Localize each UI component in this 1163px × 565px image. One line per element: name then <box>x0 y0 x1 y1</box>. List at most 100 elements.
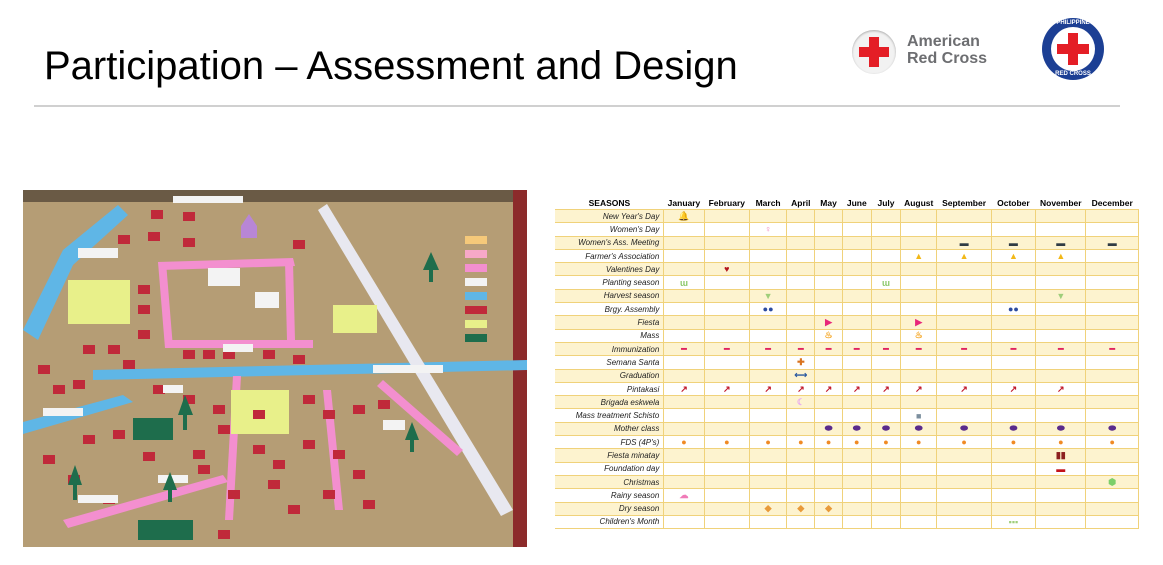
calendar-cell: ▲ <box>900 248 938 264</box>
calendar-cell <box>1085 395 1139 410</box>
prc-top-text: PHILIPPINE <box>1056 20 1090 26</box>
calendar-row: Farmer's Association▲▲▲▲ <box>555 248 1139 264</box>
calendar-cell: ▶ <box>814 315 843 330</box>
calendar-cell <box>870 315 902 330</box>
month-header: April <box>791 197 811 208</box>
activity-marker-icon: ↗ <box>797 383 805 394</box>
activity-marker-icon: ⬬ <box>914 423 923 434</box>
calendar-cell: ● <box>786 435 816 450</box>
activity-marker-icon: ⬬ <box>882 423 890 434</box>
activity-label: FDS (4P's) <box>555 435 665 450</box>
activity-marker-icon: ━ <box>1058 343 1064 354</box>
calendar-cell: ━ <box>841 341 872 357</box>
activity-marker-icon: ♀ <box>764 224 772 235</box>
calendar-cell <box>1035 501 1087 516</box>
calendar-cell <box>663 514 705 530</box>
calendar-cell: ━ <box>1085 341 1139 357</box>
calendar-cell <box>814 288 843 304</box>
calendar-cell <box>663 328 705 343</box>
calendar-cell: ● <box>936 435 992 450</box>
calendar-cell: ☁ <box>663 488 705 503</box>
activity-marker-icon: ☁ <box>679 489 689 500</box>
calendar-cell: ▲ <box>990 248 1037 264</box>
calendar-cell <box>703 208 750 224</box>
calendar-cell <box>936 474 992 490</box>
calendar-cell <box>900 275 938 290</box>
calendar-cell <box>786 302 816 317</box>
activity-marker-icon: ━ <box>1010 343 1017 354</box>
calendar-cell <box>870 368 902 383</box>
calendar-cell <box>936 288 992 304</box>
calendar-cell <box>703 355 750 370</box>
calendar-cell <box>900 474 938 490</box>
calendar-cell <box>936 408 992 423</box>
calendar-cell <box>814 302 843 317</box>
calendar-cell <box>870 302 902 317</box>
activity-label: Fiesta minatay <box>555 448 665 463</box>
calendar-cell <box>786 248 816 264</box>
calendar-cell <box>870 288 902 304</box>
calendar-cell <box>703 222 750 237</box>
calendar-cell <box>814 222 843 237</box>
calendar-cell <box>870 408 902 423</box>
calendar-cell <box>990 501 1037 516</box>
calendar-cell <box>990 275 1037 290</box>
calendar-cell <box>1035 275 1087 290</box>
calendar-cell <box>663 474 705 490</box>
calendar-cell <box>786 208 816 224</box>
activity-marker-icon: ▲ <box>1056 251 1066 262</box>
calendar-cell <box>814 448 843 463</box>
activity-marker-icon: ▬ <box>1107 237 1117 248</box>
calendar-cell <box>900 501 938 516</box>
calendar-cell <box>936 461 992 476</box>
calendar-cell: ▬ <box>936 235 992 250</box>
calendar-cell <box>663 235 705 250</box>
calendar-cell <box>748 408 788 423</box>
activity-marker-icon: ↗ <box>764 383 772 394</box>
calendar-cell <box>900 395 938 410</box>
activity-label: Mass <box>555 328 665 343</box>
calendar-cell: ◆ <box>814 501 843 516</box>
prc-bottom-text: RED CROSS <box>1055 71 1091 77</box>
calendar-cell <box>990 461 1037 476</box>
activity-marker-icon: ●● <box>1007 304 1019 315</box>
calendar-cell <box>990 222 1037 237</box>
calendar-cell <box>841 208 872 224</box>
activity-marker-icon: ▬ <box>1056 237 1066 248</box>
calendar-cell <box>900 461 938 476</box>
calendar-cell <box>841 222 872 237</box>
calendar-cell <box>1085 368 1139 383</box>
calendar-cell <box>900 208 938 224</box>
activity-marker-icon: ▬ <box>1056 463 1066 474</box>
month-header: January <box>667 197 701 208</box>
calendar-row: Mother class⬬⬬⬬⬬⬬⬬⬬⬬ <box>555 421 1139 437</box>
calendar-cell <box>900 262 938 277</box>
calendar-cell <box>1085 275 1139 290</box>
month-header: February <box>708 197 745 208</box>
calendar-cell <box>841 461 872 476</box>
activity-label: Immunization <box>555 341 665 357</box>
calendar-cell: ◆ <box>786 501 816 516</box>
calendar-cell <box>870 235 902 250</box>
calendar-cell <box>1085 448 1139 463</box>
activity-marker-icon: ↗ <box>960 383 968 394</box>
calendar-cell: ⬬ <box>900 421 938 437</box>
calendar-row: Rainy season☁ <box>555 488 1139 503</box>
calendar-cell: ━ <box>990 341 1037 357</box>
calendar-cell: ▮▮ <box>1035 448 1087 463</box>
activity-marker-icon: ━ <box>883 343 889 354</box>
calendar-row: Brgy. Assembly●●●● <box>555 302 1139 317</box>
calendar-cell <box>1035 262 1087 277</box>
calendar-cell <box>990 262 1037 277</box>
calendar-cell <box>786 262 816 277</box>
calendar-cell: ● <box>663 435 705 450</box>
calendar-row: Children's Month▪▪▪ <box>555 514 1139 530</box>
activity-marker-icon: ▶ <box>825 317 833 328</box>
calendar-cell: ● <box>990 435 1037 450</box>
calendar-cell: ● <box>841 435 872 450</box>
calendar-cell <box>841 474 872 490</box>
calendar-cell <box>748 235 788 250</box>
calendar-cell <box>703 474 750 490</box>
